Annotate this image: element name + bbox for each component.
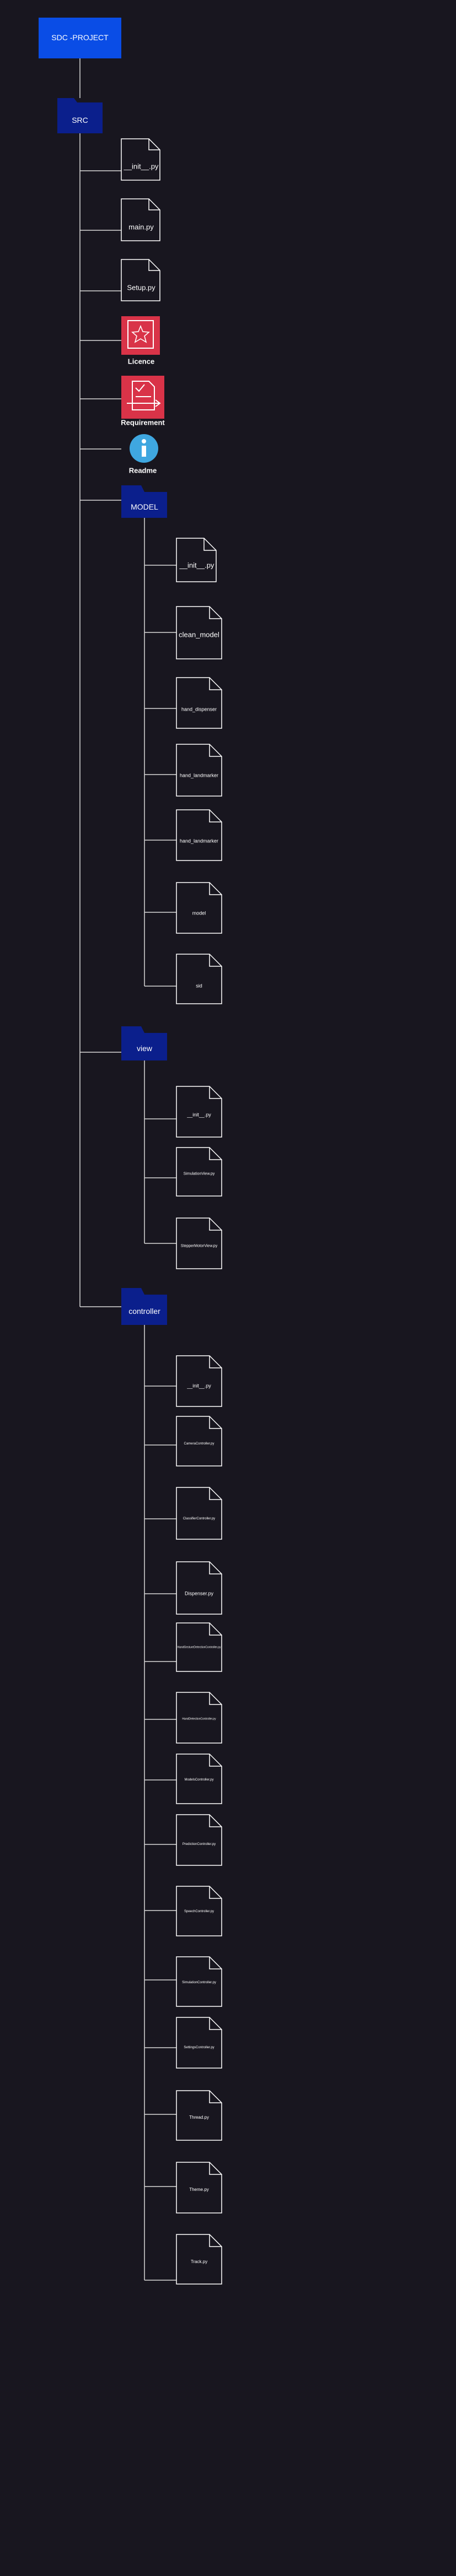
file-icon [176, 809, 222, 861]
file-label: main.py [128, 223, 154, 231]
model-folder-label: MODEL [131, 502, 158, 511]
file-label: HandGestureDetectionController.py [177, 1646, 221, 1649]
file-label: sid [196, 983, 202, 989]
file-label: SimulationView.py [183, 1172, 215, 1176]
file-label: SpeechController.py [184, 1910, 214, 1913]
file-icon [176, 538, 217, 582]
file-icon [176, 2017, 222, 2069]
file-icon [176, 677, 222, 729]
file-icon [176, 2162, 222, 2214]
file-icon [121, 198, 160, 241]
file-icon [176, 744, 222, 797]
requirement-icon [121, 376, 164, 419]
connector-lines [79, 58, 176, 2281]
file-icon [176, 1217, 222, 1269]
file-icon [176, 1886, 222, 1936]
file-icon [176, 1561, 222, 1615]
file-label: hand_landmarker [179, 838, 219, 844]
file-label: Theme.py [189, 2187, 209, 2192]
file-icon [176, 2090, 222, 2141]
file-icon [121, 138, 160, 181]
file-label: __init__.py [187, 1112, 211, 1118]
file-icon [176, 1692, 222, 1744]
readme-label: Readme [128, 466, 157, 475]
requirement-label: Requirement [121, 418, 165, 427]
file-icon [176, 1814, 222, 1866]
file-label: clean_model [179, 630, 219, 639]
licence-icon [121, 316, 160, 355]
root-label: SDC -PROJECT [51, 33, 109, 42]
view-folder-label: view [136, 1044, 153, 1053]
file-icon [176, 1147, 222, 1197]
view-folder-icon [121, 1026, 167, 1060]
file-label: StepperMotorView.py [180, 1244, 218, 1248]
file-label: ClassifierController.py [183, 1517, 216, 1520]
file-icon [176, 954, 222, 1004]
file-icon [176, 1416, 222, 1466]
file-label: Thread.py [189, 2115, 210, 2120]
file-label: __init__.py [179, 561, 214, 570]
licence-label: Licence [127, 357, 155, 366]
file-label: __init__.py [187, 1383, 211, 1389]
file-icon [176, 1622, 222, 1672]
root-node [39, 18, 121, 58]
file-icon [176, 606, 222, 659]
file-icon [176, 1086, 222, 1138]
file-icon [176, 1754, 222, 1804]
file-icon [176, 1956, 222, 2007]
file-label: PredictionController.py [182, 1843, 216, 1846]
file-label: hand_landmarker [179, 772, 219, 778]
file-label: SettingsController.py [184, 2046, 214, 2049]
file-icon [176, 2234, 222, 2285]
file-label: Setup.py [127, 283, 155, 292]
info-icon [130, 434, 158, 463]
file-label: model [192, 910, 206, 916]
file-icon [121, 259, 160, 301]
file-icon [176, 1355, 222, 1407]
file-label: CameraController.py [184, 1442, 214, 1446]
src-label: SRC [72, 116, 88, 125]
controller-folder-icon [121, 1288, 167, 1325]
file-label: hand_dispenser [181, 706, 217, 712]
file-label: __init__.py [124, 162, 159, 171]
file-label: SimulationController.py [182, 1981, 216, 1984]
file-label: ModelsController.py [184, 1778, 214, 1782]
file-icon [176, 1487, 222, 1540]
model-folder-icon [121, 485, 167, 518]
controller-folder-label: controller [128, 1307, 160, 1316]
src-folder-icon [57, 98, 103, 133]
file-label: HandDetectionController.py [182, 1717, 216, 1721]
file-label: Track.py [190, 2259, 208, 2264]
file-label: Dispenser.py [184, 1590, 214, 1597]
file-icon [176, 882, 222, 934]
